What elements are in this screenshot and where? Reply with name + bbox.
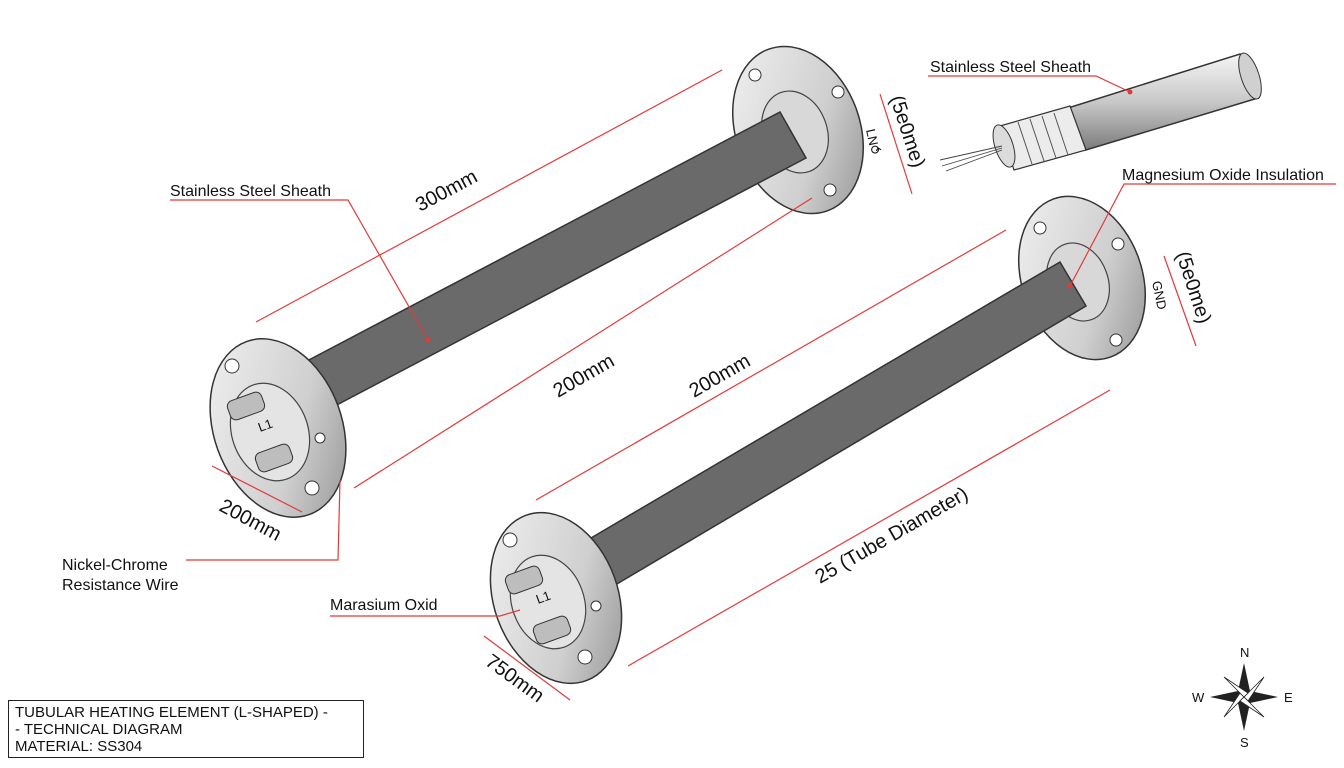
lower-side-mark: GND xyxy=(1149,280,1170,311)
lower-heating-element: L1 GND xyxy=(489,195,1170,685)
lower-left-flange xyxy=(489,511,623,685)
compass-s: S xyxy=(1240,735,1249,750)
dimension-lines xyxy=(170,69,1336,701)
cutaway-detail xyxy=(939,52,1262,172)
label-marasium: Marasium Oxid xyxy=(330,597,438,614)
label-mgo-insulation: Magnesium Oxide Insulation xyxy=(1122,167,1324,184)
title-block: TUBULAR HEATING ELEMENT (L-SHAPED) - - T… xyxy=(8,700,364,758)
lower-terminal-label: L1 xyxy=(534,588,553,607)
upper-right-flange xyxy=(731,45,865,215)
upper-heating-element: L1 LN⥀ xyxy=(209,45,883,518)
upper-terminal-studs xyxy=(226,391,294,473)
lower-right-flange xyxy=(1017,195,1147,361)
label-nichrome-line1: Nickel-Chrome xyxy=(62,557,168,574)
compass-rose-icon: N S E W xyxy=(1192,645,1293,750)
upper-terminal-label: L1 xyxy=(256,416,275,435)
compass-w: W xyxy=(1192,690,1205,705)
label-nichrome-line2: Resistance Wire xyxy=(62,577,179,594)
compass-e: E xyxy=(1284,690,1293,705)
title-line-1: TUBULAR HEATING ELEMENT (L-SHAPED) - xyxy=(15,704,328,721)
title-line-2: - TECHNICAL DIAGRAM xyxy=(15,721,183,738)
label-sheath-main: Stainless Steel Sheath xyxy=(170,183,331,200)
upper-side-mark: LN⥀ xyxy=(863,128,883,156)
lower-tube xyxy=(572,260,1088,596)
lower-terminal-studs xyxy=(504,565,572,645)
leader-dots xyxy=(425,89,1133,343)
resistance-wire-strands xyxy=(939,145,1003,172)
upper-left-flange xyxy=(209,338,347,518)
title-line-3: MATERIAL: SS304 xyxy=(15,738,143,755)
dim-bottom-diameter: 25 (Tube Diameter) xyxy=(812,483,973,588)
label-sheath-detail: Stainless Steel Sheath xyxy=(930,59,1091,76)
dim-top-length: 300mm xyxy=(412,166,481,217)
compass-n: N xyxy=(1240,645,1249,660)
dim-bottom-side: (5e0me) xyxy=(1171,249,1215,327)
